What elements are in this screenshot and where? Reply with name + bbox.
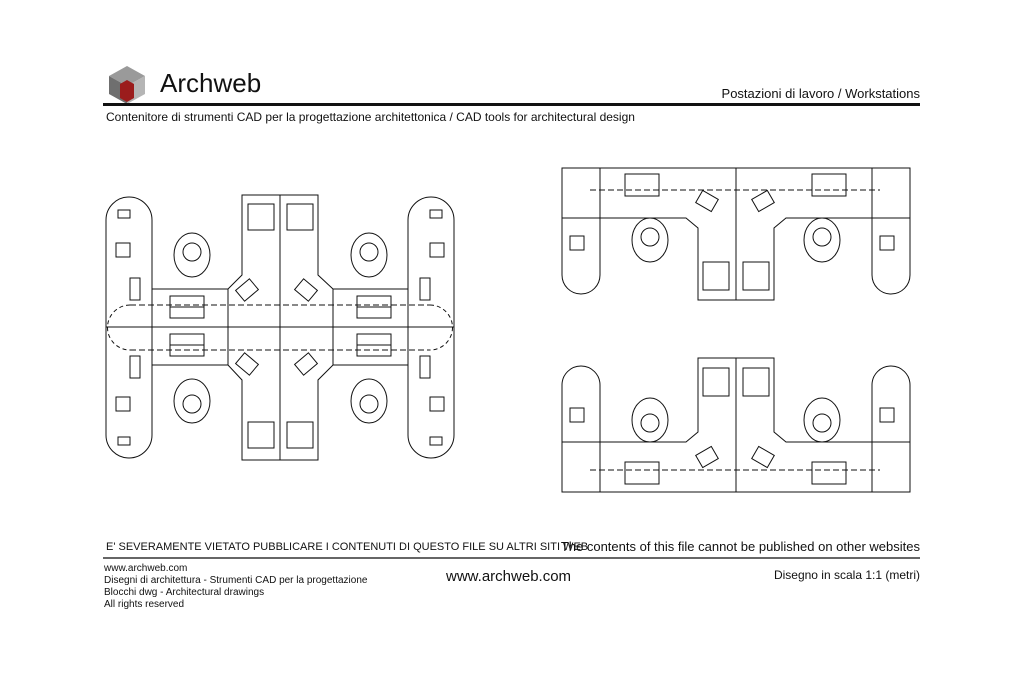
footer-line: Disegni di architettura - Strumenti CAD … <box>104 575 368 586</box>
warning-italian: E' SEVERAMENTE VIETATO PUBBLICARE I CONT… <box>106 541 589 553</box>
workstation-cluster-4 <box>105 194 455 461</box>
scale-note: Disegno in scala 1:1 (metri) <box>773 568 920 582</box>
drawer-units <box>169 295 392 357</box>
laptops <box>234 278 319 376</box>
persons-seated <box>173 232 388 424</box>
warning-english: The contents of this file cannot be publ… <box>560 539 920 554</box>
armchairs <box>247 203 314 449</box>
footer-line: All rights reserved <box>104 599 185 610</box>
workstation-cluster-2-bottom <box>561 357 911 493</box>
brand-name: Archweb <box>160 68 262 98</box>
footer-line: Blocchi dwg - Architectural drawings <box>104 587 265 598</box>
website-link[interactable]: www.archweb.com <box>446 568 572 585</box>
header-divider <box>103 103 920 106</box>
desk-objects <box>115 209 445 446</box>
subtitle: Contenitore di strumenti CAD per la prog… <box>106 110 635 124</box>
footer-divider <box>103 557 920 559</box>
archweb-logo <box>109 66 145 104</box>
workstation-cluster-2-top <box>561 167 911 301</box>
sheet-title: Postazioni di lavoro / Workstations <box>721 86 920 101</box>
footer-line: www.archweb.com <box>104 563 188 574</box>
